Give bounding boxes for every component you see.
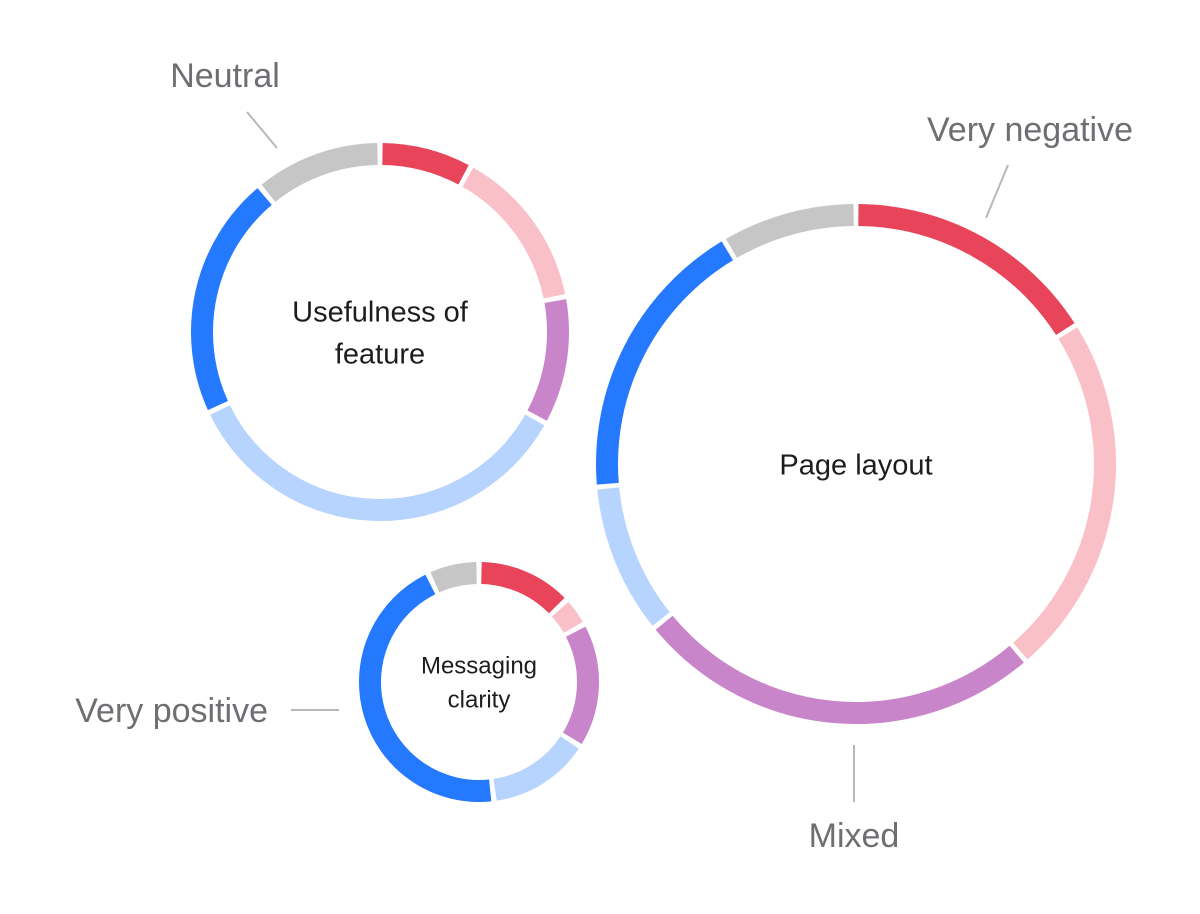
donut-usefulness-of-feature-slice-mixed — [527, 299, 569, 421]
donut-page-layout-slice-very-positive — [596, 241, 734, 485]
donut-usefulness-of-feature-slice-neutral — [261, 143, 378, 202]
donut-page-layout-label-line: Page layout — [779, 449, 932, 481]
donut-page-layout-slice-neutral — [725, 204, 854, 258]
donut-messaging-clarity-slice-neutral — [430, 562, 478, 593]
donut-messaging-clarity: Messaging clarity — [359, 562, 599, 802]
donut-page-layout-slice-negative — [1013, 327, 1116, 660]
callout-label-very-positive: Very positive — [75, 692, 268, 730]
donut-usefulness-of-feature: Usefulness of feature — [191, 143, 569, 521]
donut-page-layout-slice-positive — [597, 487, 670, 626]
donut-messaging-clarity-label-line: clarity — [448, 687, 511, 714]
donut-messaging-clarity-slice-positive — [493, 736, 579, 801]
callout-line-very-negative — [985, 164, 1009, 219]
donut-usefulness-of-feature-label-line: feature — [335, 338, 425, 370]
callout-layer: Neutral Very negative Mixed Very positiv… — [75, 57, 1133, 855]
donut-usefulness-of-feature-label-line: Usefulness of — [292, 296, 469, 328]
donut-usefulness-of-feature-slice-negative — [462, 167, 566, 299]
donut-page-layout-slice-very-negative — [858, 204, 1075, 336]
donut-messaging-clarity-slice-mixed — [562, 626, 599, 744]
donut-page-layout: Page layout — [596, 204, 1116, 724]
donut-messaging-clarity-slice-very-positive — [359, 574, 492, 802]
callout-label-mixed: Mixed — [809, 817, 900, 855]
donut-messaging-clarity-slice-very-negative — [480, 562, 565, 614]
donut-messaging-clarity-label-line: Messaging — [421, 653, 537, 680]
donut-page-layout-slice-mixed — [655, 615, 1024, 724]
callout-label-neutral: Neutral — [170, 57, 280, 95]
donut-usefulness-of-feature-slice-positive — [210, 405, 545, 521]
donut-usefulness-of-feature-slice-very-positive — [191, 188, 272, 411]
donut-usefulness-of-feature-slice-very-negative — [382, 143, 469, 185]
callout-line-neutral — [246, 111, 278, 149]
callout-label-very-negative: Very negative — [927, 111, 1133, 149]
donut-messaging-clarity-slice-negative — [551, 601, 583, 634]
